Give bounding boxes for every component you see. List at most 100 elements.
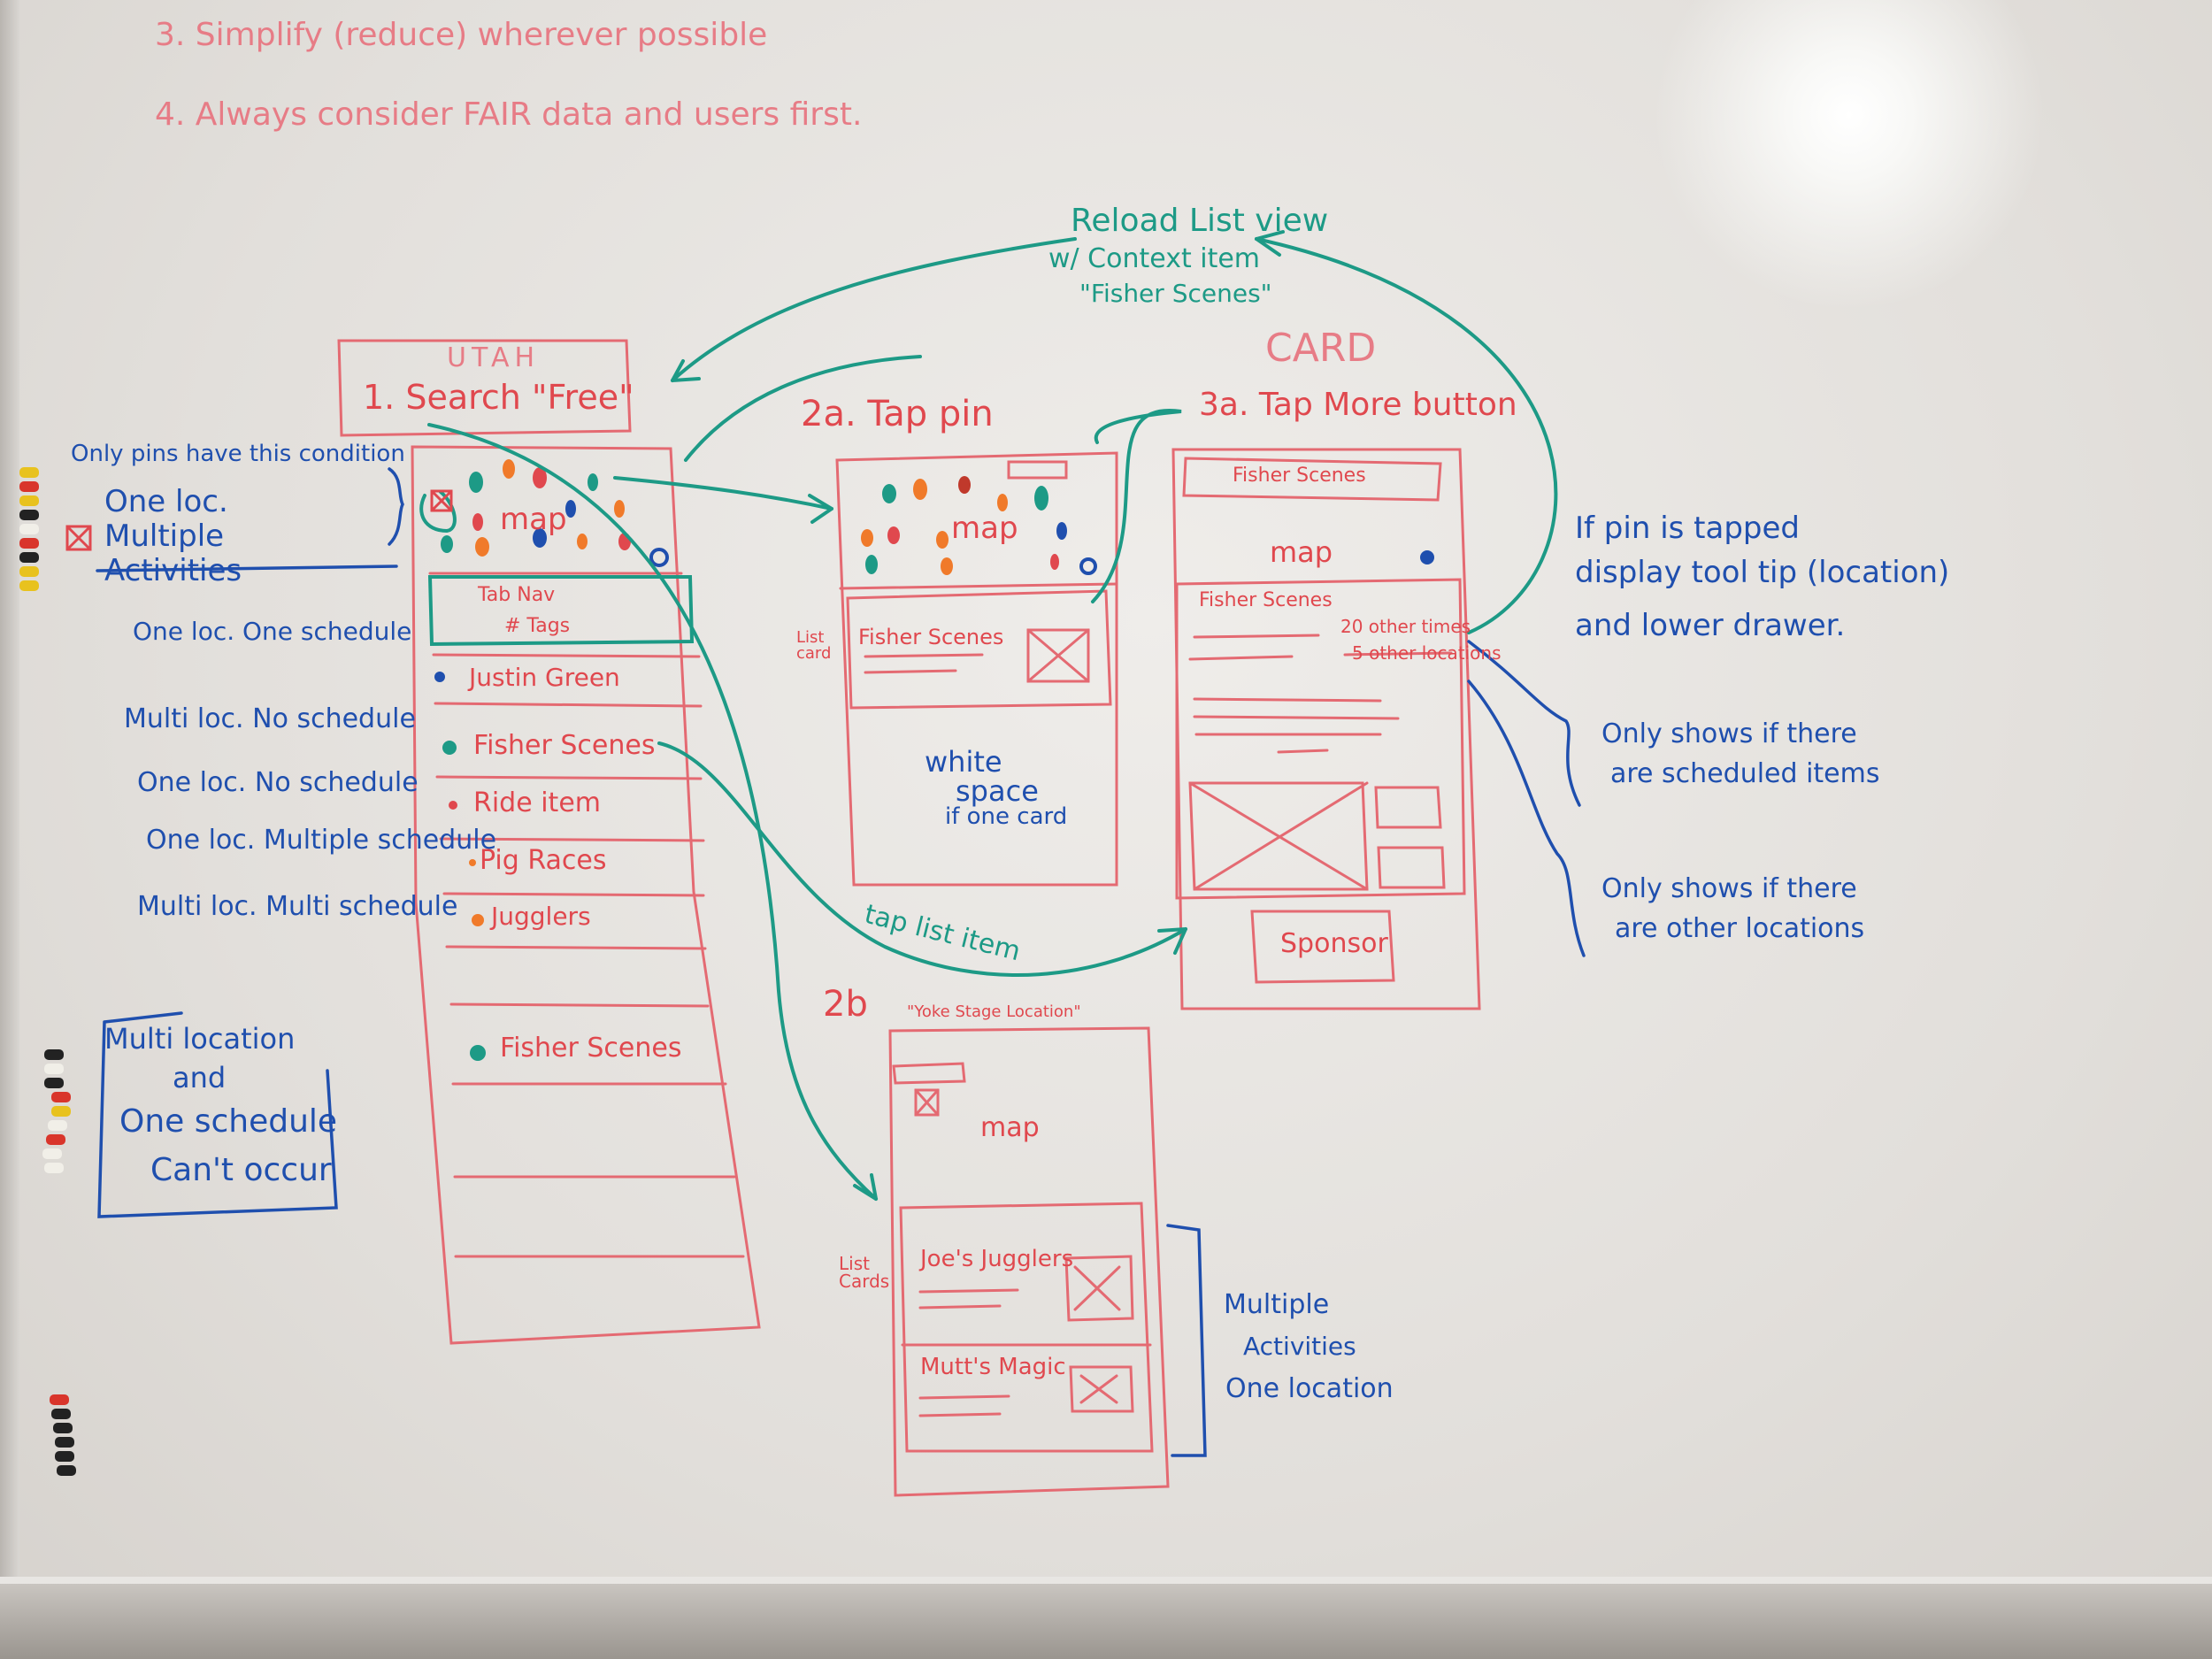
arrow-reload-to-search (671, 237, 1077, 382)
brace-one-loc-multi (388, 467, 404, 546)
rule-3-note: 3. Simplify (reduce) wherever possible (155, 17, 768, 53)
reload-note-1: Reload List view (1071, 203, 1329, 239)
legend-item-3: One loc. No schedule (137, 767, 419, 798)
pins-condition-note: Only pins have this condition (71, 441, 405, 467)
screen1-list-item-4: Pig Races (480, 845, 607, 876)
screen1-list-item-5: Jugglers (491, 902, 591, 931)
screen1-row-3 (435, 775, 703, 780)
legend-item-5: Multi loc. Multi schedule (137, 891, 458, 922)
screen1-row-6 (445, 945, 707, 950)
step1-label: 1. Search "Free" (363, 378, 634, 417)
utah-header-box (337, 339, 632, 437)
screen3a-header-bar (1182, 457, 1442, 502)
whiteboard-tray (0, 1584, 2212, 1659)
screen1-map-label: map (500, 502, 567, 537)
screen3a-other-times: 20 other times (1340, 616, 1471, 637)
cant-occur-line-1: Multi location (104, 1022, 296, 1056)
screen2a-whitespace-3: if one card (945, 803, 1068, 830)
legend-item-4: One loc. Multiple schedule (146, 825, 497, 856)
screen3a-share-box (1377, 846, 1446, 889)
screen2b-map-label: map (980, 1112, 1040, 1143)
tooltip-note-3: and lower drawer. (1575, 608, 1846, 643)
arrow-pin-to-2b (427, 423, 878, 1201)
screen1-list-item-1: Justin Green (469, 663, 620, 692)
screen2a-list-card (846, 589, 1112, 710)
screen2a-whitespace-2: space (956, 774, 1039, 808)
arrow-card-to-reload (1255, 237, 1558, 634)
screen2b-card2-image (1069, 1365, 1134, 1413)
legend-item-1: One loc. One schedule (133, 617, 412, 646)
screen2a-whitespace-1: white (925, 745, 1002, 779)
screen2b-list-cards (899, 1202, 1154, 1453)
screen2b-phone (888, 1026, 1170, 1497)
legend-box-cant-occur (97, 1011, 338, 1218)
legend-divider (96, 565, 398, 572)
screen3a-map-label: map (1270, 535, 1333, 569)
brace-schedule (1467, 640, 1581, 807)
screen3a-card-title: Fisher Scenes (1199, 589, 1333, 611)
multiple-activities-note-2: Activities (1243, 1332, 1356, 1361)
screen2b-card1-image (1064, 1255, 1134, 1322)
screen1-row-7 (449, 1002, 710, 1008)
brace-locations (1467, 680, 1586, 957)
screen2a-map-pins (861, 476, 1097, 575)
rule-4-note: 4. Always consider FAIR data and users f… (155, 96, 863, 133)
screen3a-sponsor-box (1250, 910, 1395, 984)
screen3a-phone (1171, 448, 1481, 1010)
screen1-row-5 (442, 892, 705, 897)
legend-red-x-icon (65, 489, 453, 551)
screen2b-list-cards-label: List Cards (839, 1253, 890, 1292)
locations-note-1: Only shows if there (1601, 873, 1857, 904)
arrow-list-to-3a (657, 741, 1187, 977)
step3a-label: 3a. Tap More button (1199, 387, 1517, 423)
screen1-row-4 (439, 837, 705, 842)
screen1-list-extra: Fisher Scenes (500, 1033, 682, 1064)
screen2b-title: "Yoke Stage Location" (907, 1002, 1081, 1021)
cant-occur-line-4: Can't occur (150, 1152, 332, 1188)
multiple-activities-note-1: Multiple (1224, 1289, 1330, 1320)
whiteboard-frame-left (0, 0, 19, 1659)
locations-note-2: are other locations (1615, 913, 1865, 944)
screen2a-list-card-label: List card (796, 628, 832, 663)
tooltip-note-1: If pin is tapped (1575, 511, 1800, 546)
screen1-row-1 (432, 653, 701, 658)
reload-note-3: "Fisher Scenes" (1079, 279, 1272, 308)
legend-item-2: Multi loc. No schedule (124, 703, 416, 734)
utah-label: UTAH (447, 342, 541, 373)
screen1-map-pins (441, 459, 669, 567)
screen2a-pin-tooltip (1007, 460, 1068, 480)
reload-note-2: w/ Context item (1048, 243, 1261, 274)
arrow-2a-to-search (684, 355, 922, 462)
cant-occur-line-2: and (173, 1061, 227, 1094)
screen3a-favorite-box (1374, 786, 1442, 829)
screen3a-pin (1420, 550, 1434, 565)
screen2b-card2-title: Mutt's Magic (920, 1354, 1066, 1380)
screen2b-pin-box (892, 1062, 966, 1085)
arrow-map-to-2a (613, 476, 833, 511)
step2a-label: 2a. Tap pin (801, 394, 994, 434)
arrow-more-to-2a-card (1091, 408, 1182, 603)
screen1-row-2 (434, 702, 703, 708)
screen2a-card-image (1026, 628, 1090, 683)
screen1-tab-nav-box (427, 575, 695, 647)
screen3a-image (1188, 781, 1369, 891)
cant-occur-line-3: One schedule (119, 1103, 338, 1140)
screen3a-other-locations: 5 other locations (1352, 642, 1502, 664)
one-loc-multi-activities: One loc. Multiple Activities (104, 484, 242, 589)
tooltip-note-2: display tool tip (location) (1575, 555, 1950, 590)
screen3a-header-title: Fisher Scenes (1233, 465, 1366, 487)
screen1-tab-nav-label: Tab Nav (478, 584, 556, 606)
screen1-list-item-3: Ride item (473, 787, 601, 818)
screen1-list-item-2: Fisher Scenes (473, 730, 656, 761)
screen3a-card (1175, 578, 1466, 900)
schedule-note-2: are scheduled items (1610, 758, 1880, 789)
whiteboard-tray-lip (0, 1577, 2212, 1586)
screen1-phone (411, 445, 761, 1345)
screen2a-phone (835, 451, 1118, 887)
screen2a-map-label: map (951, 511, 1018, 546)
screen1-list-bullets (434, 672, 486, 1061)
step2b-label: 2b (823, 984, 868, 1025)
schedule-note-1: Only shows if there (1601, 718, 1857, 749)
